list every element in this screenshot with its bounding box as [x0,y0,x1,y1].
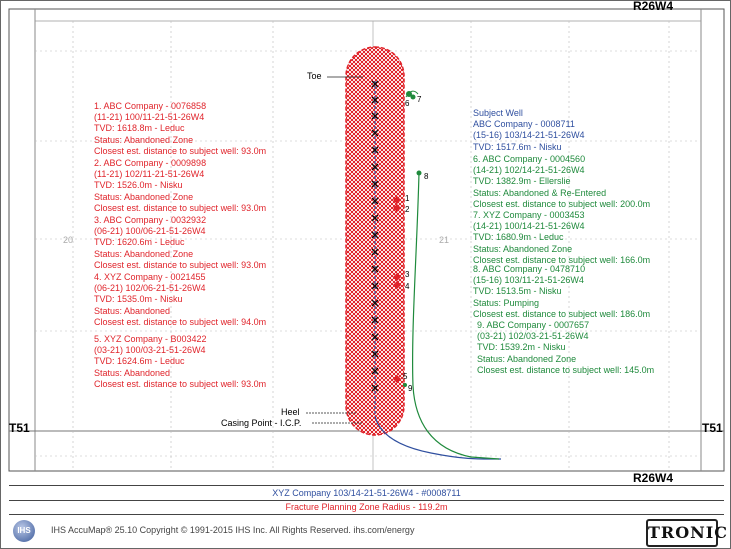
well-info-9: 9. ABC Company - 0007657(03-21) 102/03-2… [477,320,655,375]
fracture-radius-bar: Fracture Planning Zone Radius - 119.2m [9,500,724,515]
offset-red-wells [393,196,401,383]
tronic-logo: TRONIC [646,519,727,547]
section-label-21: 21 [439,235,450,245]
well-2-marker [393,204,401,212]
township-label-left: T51 [9,421,30,435]
well-info-2: 2. ABC Company - 0009898(11-21) 102/11-2… [94,158,267,213]
offset-green-wells [403,90,419,387]
toe-label: Toe [307,71,322,81]
heel-label: Heel [281,407,300,417]
well-number-4: 4 [405,282,410,291]
well-number-8: 8 [424,172,429,181]
well-info-7: 7. XYZ Company - 0003453(14-21) 100/14-2… [473,210,651,265]
township-label-right: T51 [702,421,723,435]
copyright-text: IHS AccuMap® 25.10 Copyright © 1991-2015… [51,525,415,535]
well-number-6: 6 [405,99,410,108]
well-1-marker [393,196,401,204]
ihs-logo: IHS [13,520,35,542]
well-info-1: 1. ABC Company - 0076858(11-21) 100/11-2… [94,101,267,156]
well-4-marker [393,281,401,289]
well-info-4: 4. XYZ Company - 0021455(06-21) 102/06-2… [94,272,267,327]
well-number-9: 9 [408,384,413,393]
well-number-2: 2 [405,205,410,214]
well-5-marker [393,375,401,383]
well-info-8: 8. ABC Company - 0478710(15-16) 103/11-2… [473,264,651,319]
subject-well-title-bar: XYZ Company 103/14-21-51-26W4 - #0008711 [9,485,724,501]
section-label-20: 20 [63,235,74,245]
well-number-1: 1 [405,194,410,203]
well-8-marker [416,170,422,176]
map-border [8,8,725,472]
subject-well-curve [374,415,502,460]
well-info-3: 3. ABC Company - 0032932(06-21) 100/06-2… [94,215,267,270]
well-9-marker [403,383,407,387]
well-3-marker [393,273,401,281]
offset-well-8-path [411,172,500,460]
casing-point-label: Casing Point - I.C.P. [221,418,302,428]
well-info-6: 6. ABC Company - 0004560(14-21) 102/14-2… [473,154,651,209]
map-canvas [8,8,725,472]
well-number-5: 5 [403,372,408,381]
footer: IHS IHS AccuMap® 25.10 Copyright © 1991-… [1,515,730,548]
range-label-top: R26W4 [633,0,674,13]
stage-markers [371,80,379,392]
well-info-5: 5. XYZ Company - B003422(03-21) 100/03-2… [94,334,267,389]
range-label-bottom: R26W4 [633,471,674,485]
well-number-7: 7 [417,95,422,104]
section-grid [35,21,701,471]
well-7-marker [410,94,416,100]
well-number-3: 3 [405,270,410,279]
